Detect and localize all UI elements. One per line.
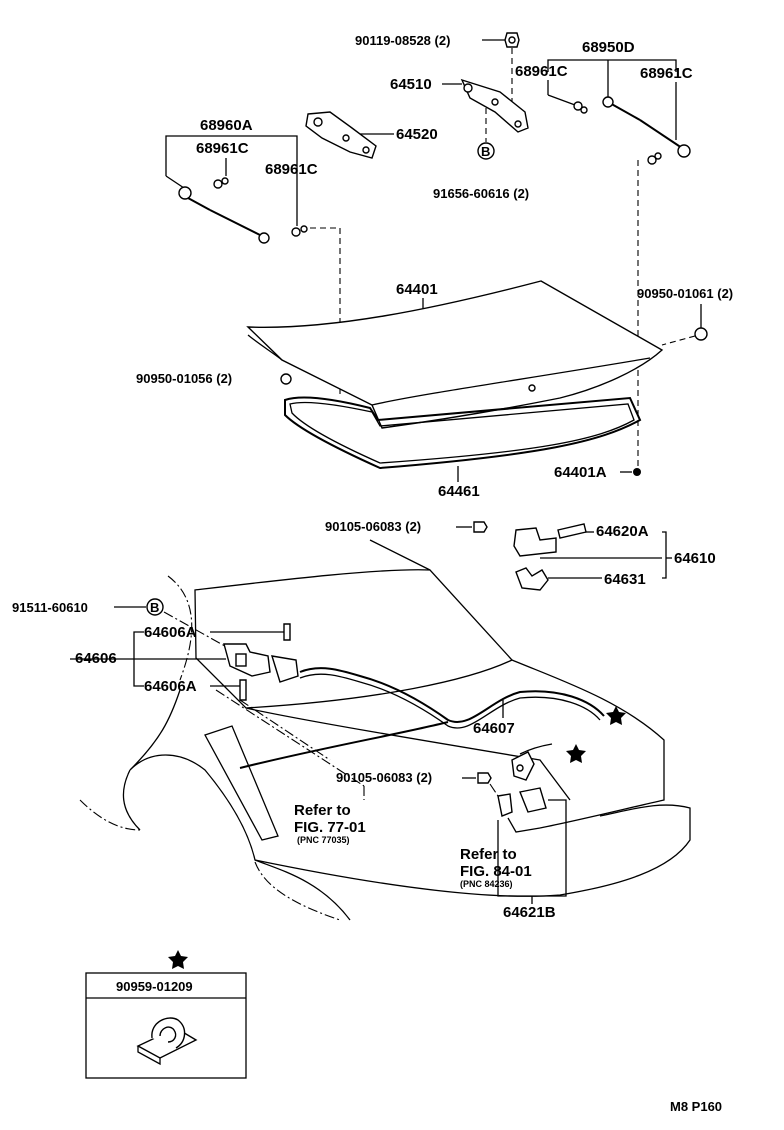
label-68961C-b: 68961C [640,65,693,82]
label-64401: 64401 [396,281,438,298]
page-code: M8 P160 [670,1099,722,1114]
trunk-lid-64401-icon [246,280,664,429]
callout-b-mid-letter: B [150,600,159,615]
inset-part-number: 90959-01209 [116,979,193,994]
refer-84-line2: FIG. 84-01 [460,863,532,880]
lock-64620A-icon [513,523,587,557]
refer-84-line1: Refer to [460,846,517,863]
hinge-64520-icon [305,111,377,159]
refer-77-line2: FIG. 77-01 [294,819,366,836]
star-mark-icon [566,744,586,763]
label-64610: 64610 [674,550,716,567]
label-68961C-c: 68961C [196,140,249,157]
label-90950-01061: 90950-01061 (2) [637,286,733,301]
refer-77-line3: (PNC 77035) [297,835,350,845]
label-64401A: 64401A [554,464,607,481]
cushion-90950-01056-icon [280,373,292,385]
left-gas-stay-icon [178,177,308,244]
label-90105-06083-b: 90105-06083 (2) [336,770,432,785]
star-mark-icon [168,950,188,969]
label-68950D: 68950D [582,39,635,56]
refer-77-line1: Refer to [294,802,351,819]
label-64520: 64520 [396,126,438,143]
hinge-64510-icon [460,78,529,133]
clip-64401A-icon [633,468,641,476]
star-mark-icon [606,706,626,725]
callout-b-top-letter: B [481,144,490,159]
inset-box [85,972,247,1079]
cushion-90950-01061-icon [694,327,708,341]
label-90119-08528: 90119-08528 (2) [355,33,450,48]
bolt-90119-icon [504,32,520,48]
label-91511-60610: 91511-60610 [12,600,88,615]
cylinder-64631-icon [515,567,549,591]
callout-b-mid [146,598,164,616]
cable-64607-icon [239,667,605,769]
label-90950-01056: 90950-01056 (2) [136,371,232,386]
bolt-90105-a-icon [473,521,488,533]
bolt-90105-b-icon [477,772,492,784]
label-64606: 64606 [75,650,117,667]
label-68961C-d: 68961C [265,161,318,178]
opener-64606-icon [223,623,299,701]
label-90105-06083-a: 90105-06083 (2) [325,519,421,534]
clamp-90959-01209-icon [136,1017,198,1066]
label-64621B: 64621B [503,904,556,921]
label-91656-60616: 91656-60616 (2) [433,186,529,201]
lock-striker-icon [497,751,547,833]
label-68960A: 68960A [200,117,253,134]
callout-b-top [477,142,495,160]
car-body-icon [79,539,691,921]
label-64606A-a: 64606A [144,624,197,641]
label-64631: 64631 [604,571,646,588]
label-64620A: 64620A [596,523,649,540]
label-68961C-a: 68961C [515,63,568,80]
label-64510: 64510 [390,76,432,93]
refer-84-line3: (PNC 84236) [460,879,513,889]
label-64461: 64461 [438,483,480,500]
label-64607: 64607 [473,720,515,737]
weatherstrip-64461-icon [284,396,642,470]
label-64606A-b: 64606A [144,678,197,695]
right-gas-stay-icon [573,96,691,165]
